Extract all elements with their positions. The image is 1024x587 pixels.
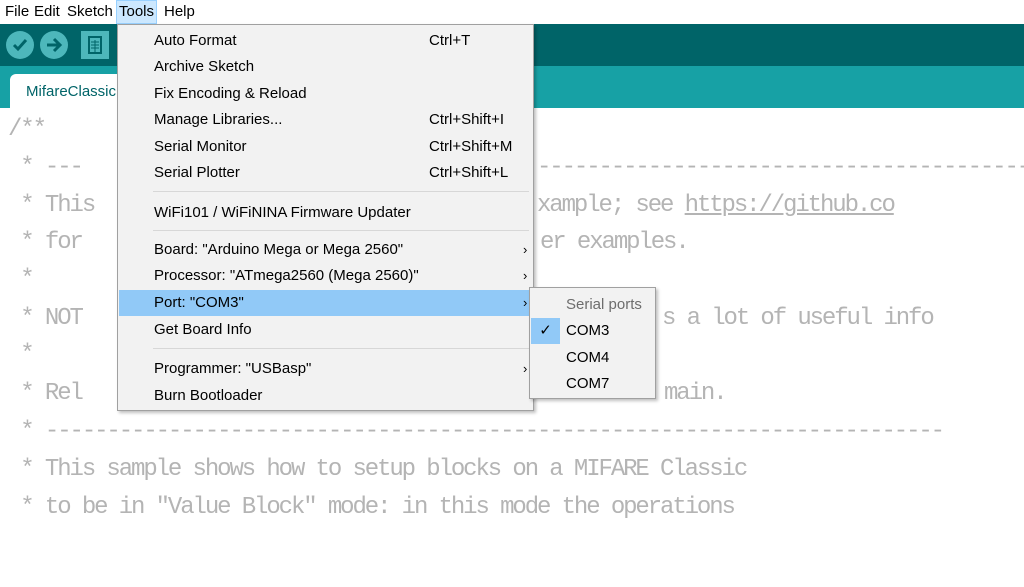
submenu-header-label: Serial ports: [566, 296, 642, 313]
chevron-right-icon: ›: [523, 242, 528, 257]
menu-item-firmware-updater[interactable]: WiFi101 / WiFiNINA Firmware Updater: [119, 200, 532, 226]
shortcut: Ctrl+Shift+L: [429, 164, 509, 181]
port-com7[interactable]: COM7: [530, 371, 655, 397]
code-line: /**: [8, 116, 47, 143]
code-line: *: [8, 266, 34, 293]
menu-item-label: Fix Encoding & Reload: [154, 85, 307, 102]
tools-menu: Auto Format Ctrl+T Archive Sketch Fix Enc…: [117, 24, 534, 411]
upload-button[interactable]: [40, 31, 68, 59]
code-line: * NOT: [8, 305, 84, 332]
menu-item-archive-sketch[interactable]: Archive Sketch: [119, 54, 532, 80]
shortcut: Ctrl+T: [429, 32, 471, 49]
menu-item-label: Manage Libraries...: [154, 111, 283, 128]
menu-item-auto-format[interactable]: Auto Format Ctrl+T: [119, 28, 532, 54]
menu-edit[interactable]: Edit: [34, 3, 60, 20]
shortcut: Ctrl+Shift+M: [429, 138, 513, 155]
code-line: * --------------------------------------…: [8, 418, 945, 445]
menu-tools[interactable]: Tools: [116, 0, 158, 24]
code-line: ----------------------------------------: [537, 154, 1024, 181]
menu-item-label: Programmer: "USBasp": [154, 360, 312, 377]
port-label: COM7: [566, 375, 610, 392]
port-submenu: Serial ports ✓ COM3 COM4 COM7: [529, 287, 656, 399]
port-com3[interactable]: ✓ COM3: [530, 318, 655, 344]
menu-item-serial-monitor[interactable]: Serial Monitor Ctrl+Shift+M: [119, 134, 532, 160]
code-line: * for: [8, 229, 84, 256]
checkmark-icon: ✓: [531, 318, 560, 344]
menu-separator: [153, 230, 529, 231]
code-line: *: [8, 341, 34, 368]
code-line: * This: [8, 192, 96, 219]
menu-item-board[interactable]: Board: "Arduino Mega or Mega 2560" ›: [119, 237, 532, 263]
code-line: * to be in "Value Block" mode: in this m…: [8, 494, 736, 521]
shortcut: Ctrl+Shift+I: [429, 111, 505, 128]
new-file-icon: [88, 36, 102, 54]
menu-help[interactable]: Help: [164, 3, 195, 20]
menu-item-serial-plotter[interactable]: Serial Plotter Ctrl+Shift+L: [119, 160, 532, 186]
menu-item-burn-bootloader[interactable]: Burn Bootloader: [119, 383, 532, 409]
menu-item-label: Auto Format: [154, 32, 237, 49]
menu-separator: [153, 348, 529, 349]
menu-item-label: Burn Bootloader: [154, 387, 263, 404]
menu-item-programmer[interactable]: Programmer: "USBasp" ›: [119, 356, 532, 382]
code-line: xample; see https://github.co: [537, 192, 896, 219]
menu-sketch[interactable]: Sketch: [67, 3, 113, 20]
menu-item-manage-libraries[interactable]: Manage Libraries... Ctrl+Shift+I: [119, 107, 532, 133]
menu-item-label: Port: "COM3": [154, 294, 244, 311]
port-label: COM3: [566, 322, 610, 339]
menu-item-fix-encoding[interactable]: Fix Encoding & Reload: [119, 81, 532, 107]
menu-file[interactable]: File: [5, 3, 30, 20]
github-link[interactable]: https://github.co: [684, 192, 896, 219]
menu-item-port[interactable]: Port: "COM3" ›: [119, 290, 532, 316]
code-line: * ---: [8, 154, 84, 181]
menu-item-label: Board: "Arduino Mega or Mega 2560": [154, 241, 404, 258]
verify-button[interactable]: [6, 31, 34, 59]
menu-item-label: Processor: "ATmega2560 (Mega 2560)": [154, 267, 419, 284]
menu-item-label: Serial Monitor: [154, 138, 247, 155]
menu-item-label: Archive Sketch: [154, 58, 255, 75]
menu-bar: File Edit Sketch Tools Help: [0, 0, 1024, 24]
menu-item-label: Serial Plotter: [154, 164, 240, 181]
code-line: s a lot of useful info: [662, 305, 935, 332]
code-line: * This sample shows how to setup blocks …: [8, 456, 748, 483]
port-label: COM4: [566, 349, 610, 366]
code-line: er examples.: [540, 229, 690, 256]
menu-item-label: WiFi101 / WiFiNINA Firmware Updater: [154, 204, 411, 221]
code-line: * Rel: [8, 380, 84, 407]
new-sketch-button[interactable]: [81, 31, 109, 59]
chevron-right-icon: ›: [523, 361, 528, 376]
menu-separator: [153, 191, 529, 192]
port-com4[interactable]: COM4: [530, 345, 655, 371]
code-text: xample; see: [537, 192, 685, 219]
checkmark-icon: [12, 39, 28, 52]
arrow-right-icon: [47, 37, 63, 53]
submenu-header: Serial ports: [530, 292, 655, 318]
menu-item-processor[interactable]: Processor: "ATmega2560 (Mega 2560)" ›: [119, 263, 532, 289]
menu-item-get-board-info[interactable]: Get Board Info: [119, 317, 532, 343]
chevron-right-icon: ›: [523, 295, 528, 310]
chevron-right-icon: ›: [523, 268, 528, 283]
code-line: main.: [664, 380, 728, 407]
menu-item-label: Get Board Info: [154, 321, 252, 338]
